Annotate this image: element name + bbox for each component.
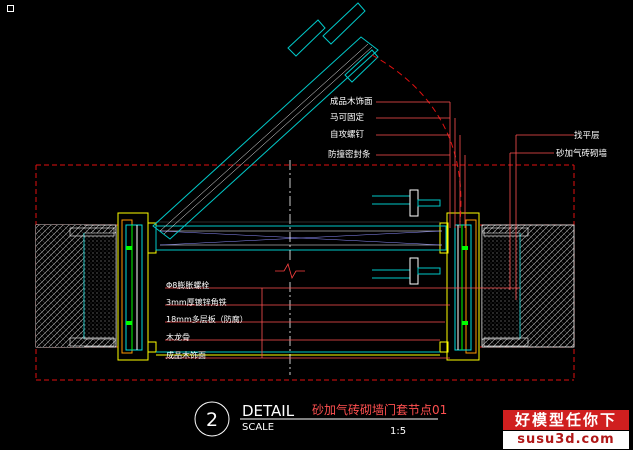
- door-leaf-closed: [155, 225, 447, 251]
- drawing-scale: 1:5: [390, 426, 406, 437]
- right-wall: [481, 224, 575, 348]
- leaders-bottom: [165, 287, 520, 359]
- detail-word: DETAIL: [242, 402, 295, 420]
- label-self-tapping-screw: 自攻螺钉: [330, 129, 365, 140]
- center-line: [275, 160, 305, 375]
- corner-marker: [7, 5, 14, 12]
- detail-number-circle: [194, 401, 230, 437]
- label-finished-wood-veneer: 成品木饰面: [330, 96, 373, 107]
- label-aerated-block-wall: 砂加气砖砌墙: [556, 148, 608, 159]
- door-swing-arc: [371, 54, 462, 223]
- label-leveling-layer: 找平层: [574, 130, 600, 141]
- door-leaf-open: [152, 2, 379, 240]
- detail-number: 2: [206, 409, 218, 431]
- label-expansion-bolt: Φ8膨胀螺栓: [166, 280, 209, 290]
- label-wood-veneer-bottom: 成品木饰面: [166, 350, 206, 360]
- label-plywood: 18mm多层板（防腐）: [166, 314, 248, 324]
- drawing-title: 砂加气砖砌墙门套节点01: [312, 402, 447, 417]
- left-door-frame: [117, 212, 157, 361]
- scale-word: SCALE: [242, 422, 274, 433]
- leaders-top: [376, 101, 466, 228]
- label-galvanized-angle: 3mm厚镀锌角铁: [166, 297, 227, 307]
- door-handle-icon: [372, 189, 441, 285]
- right-door-frame: [439, 212, 480, 361]
- label-wood-keel: 木龙骨: [166, 332, 190, 342]
- leaders-right: [509, 134, 574, 300]
- watermark-title: 好模型任你下: [503, 410, 629, 430]
- label-anti-collision-seal: 防撞密封条: [328, 149, 371, 160]
- left-wall: [35, 224, 117, 348]
- title-block: 2 DETAIL SCALE 砂加气砖砌墙门套节点01 1:5: [194, 401, 447, 437]
- label-fixing: 马可固定: [330, 112, 365, 123]
- frame-sill: [156, 221, 440, 356]
- watermark-url[interactable]: susu3d.com: [503, 431, 629, 449]
